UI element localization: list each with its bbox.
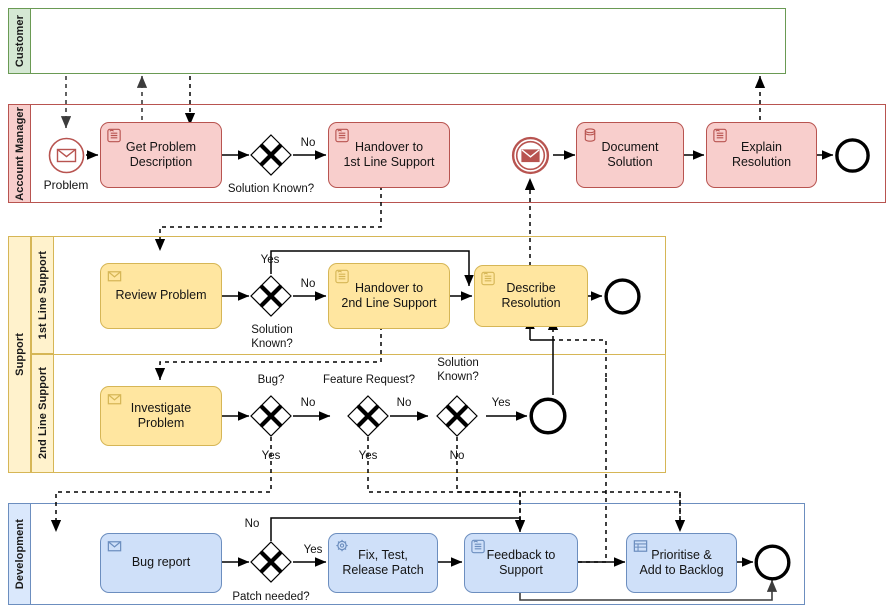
flow-label-patch-yes: Yes xyxy=(303,544,323,556)
intermediate-message-event-am[interactable] xyxy=(511,136,550,175)
task-document-solution[interactable]: Document Solution xyxy=(576,122,684,188)
task-label: Feedback to Support xyxy=(486,547,556,577)
task-label: Explain Resolution xyxy=(731,139,792,169)
message-envelope-icon xyxy=(56,148,77,163)
task-explain-resolution[interactable]: Explain Resolution xyxy=(706,122,817,188)
start-event-problem[interactable] xyxy=(48,137,85,174)
task-label: Handover to 1st Line Support xyxy=(343,139,435,169)
gateway-bug[interactable] xyxy=(250,395,292,437)
task-handover-1st-line[interactable]: Handover to 1st Line Support xyxy=(328,122,450,188)
task-handover-2nd-line[interactable]: Handover to 2nd Line Support xyxy=(328,263,450,329)
lane-second-line-support-label: 2nd Line Support xyxy=(36,367,49,460)
task-get-problem-description[interactable]: Get Problem Description xyxy=(100,122,222,188)
task-label: Investigate Problem xyxy=(130,400,192,430)
lane-divider-support xyxy=(54,354,666,355)
message-envelope-icon xyxy=(107,271,122,282)
gateway-fl-solution-known[interactable] xyxy=(250,275,292,317)
flow-label-bug-yes: Yes xyxy=(261,450,281,462)
gateway-sl-solution-known-label: Solution Known? xyxy=(437,357,479,383)
service-gear-icon xyxy=(336,539,348,552)
pool-customer-label: Customer xyxy=(13,14,26,68)
gateway-am-solution-known[interactable] xyxy=(250,134,292,176)
flow-label-sl-no: No xyxy=(449,450,465,462)
task-describe-resolution[interactable]: Describe Resolution xyxy=(474,265,588,327)
manual-task-hand-icon xyxy=(335,128,349,143)
message-envelope-icon xyxy=(107,541,122,552)
end-event-development[interactable] xyxy=(753,543,792,582)
pool-customer-header: Customer xyxy=(8,8,31,74)
task-label: Get Problem Description xyxy=(125,139,197,169)
flow-label-feature-yes: Yes xyxy=(358,450,378,462)
gateway-feature-request[interactable] xyxy=(347,395,389,437)
flow-label-bug-no: No xyxy=(300,397,316,409)
task-review-problem[interactable]: Review Problem xyxy=(100,263,222,329)
flow-label-patch-no: No xyxy=(244,518,260,530)
manual-task-hand-icon xyxy=(713,128,727,143)
gateway-bug-label: Bug? xyxy=(257,374,285,386)
task-label: Describe Resolution xyxy=(501,280,561,310)
gateway-feature-request-label: Feature Request? xyxy=(322,374,416,386)
manual-task-hand-icon xyxy=(107,128,121,143)
gateway-patch-needed[interactable] xyxy=(250,541,292,583)
end-event-second-line[interactable] xyxy=(528,396,568,436)
end-event-am[interactable] xyxy=(834,137,871,174)
task-prioritise-add-to-backlog[interactable]: Prioritise & Add to Backlog xyxy=(626,533,737,593)
pool-support-label: Support xyxy=(13,333,26,376)
task-bug-report[interactable]: Bug report xyxy=(100,533,222,593)
pool-development-header: Development xyxy=(8,503,31,605)
task-label: Document Solution xyxy=(601,139,659,169)
script-database-icon xyxy=(584,128,596,142)
task-label: Handover to 2nd Line Support xyxy=(341,280,437,310)
manual-task-hand-icon xyxy=(471,539,485,554)
flow-label-feature-no: No xyxy=(396,397,412,409)
message-envelope-icon xyxy=(107,394,122,405)
flow-label-fl-no: No xyxy=(300,278,316,290)
gateway-sl-solution-known[interactable] xyxy=(436,395,478,437)
pool-support-header: Support xyxy=(8,236,31,473)
task-fix-test-release-patch[interactable]: Fix, Test, Release Patch xyxy=(328,533,438,593)
manual-task-hand-icon xyxy=(335,269,349,284)
end-event-first-line[interactable] xyxy=(603,277,642,316)
message-catch-icon xyxy=(521,149,540,163)
gateway-am-solution-known-label: Solution Known? xyxy=(227,183,315,195)
pool-development-label: Development xyxy=(13,518,26,590)
flow-label-sl-yes: Yes xyxy=(491,397,511,409)
lane-second-line-support-header: 2nd Line Support xyxy=(31,354,54,473)
task-feedback-to-support[interactable]: Feedback to Support xyxy=(464,533,578,593)
lane-first-line-support-label: 1st Line Support xyxy=(36,250,49,340)
flow-label-am-no: No xyxy=(300,137,316,149)
task-investigate-problem[interactable]: Investigate Problem xyxy=(100,386,222,446)
gateway-fl-solution-known-label: Solution Known? xyxy=(251,324,293,350)
lane-first-line-support-header: 1st Line Support xyxy=(31,236,54,354)
flow-label-fl-yes: Yes xyxy=(260,254,280,266)
task-label: Review Problem xyxy=(115,288,207,303)
pool-customer xyxy=(8,8,786,74)
manual-task-hand-icon xyxy=(481,271,495,286)
task-label: Fix, Test, Release Patch xyxy=(342,547,424,577)
pool-account-manager-label: Account Manager xyxy=(13,106,26,201)
task-label: Bug report xyxy=(131,555,191,570)
gateway-patch-needed-label: Patch needed? xyxy=(232,591,310,603)
start-event-problem-label: Problem xyxy=(43,178,89,192)
task-label: Prioritise & Add to Backlog xyxy=(639,547,724,577)
business-rule-table-icon xyxy=(633,540,648,552)
pool-account-manager-header: Account Manager xyxy=(8,104,31,203)
